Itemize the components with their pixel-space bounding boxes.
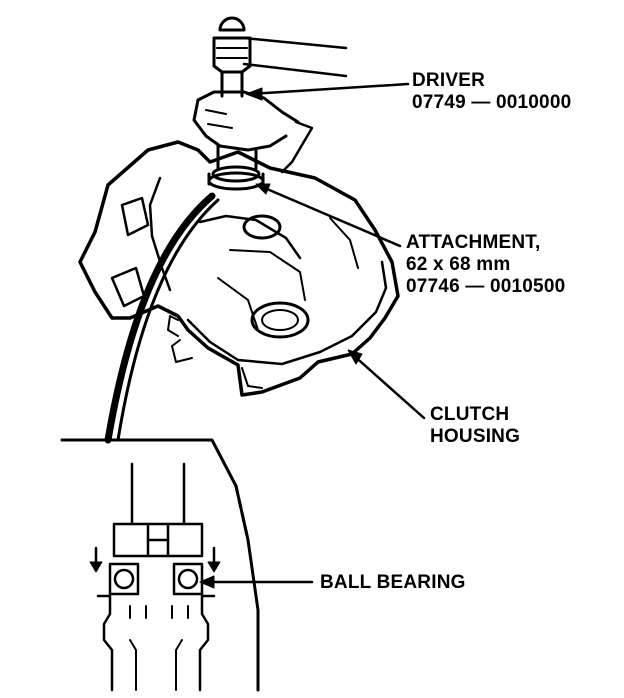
clutch-housing-line1: CLUTCH bbox=[430, 404, 510, 425]
driver-leader bbox=[245, 82, 410, 101]
clutch-housing-leader bbox=[347, 349, 426, 420]
ball-bearing-label: BALL BEARING bbox=[320, 572, 466, 594]
ball-bearing-leader bbox=[199, 575, 314, 589]
ball-bearing-detail bbox=[89, 462, 221, 692]
detail-leader bbox=[104, 192, 220, 444]
driver-illustration bbox=[192, 16, 348, 174]
attachment-part-number: 07746 — 0010500 bbox=[406, 276, 566, 297]
detail-inset-frame bbox=[60, 438, 260, 692]
attachment-size: 62 x 68 mm bbox=[406, 254, 511, 275]
clutch-housing-label: CLUTCH HOUSING bbox=[430, 404, 520, 448]
ball-bearing-name: BALL BEARING bbox=[320, 572, 466, 593]
driver-name: DRIVER bbox=[412, 70, 485, 91]
attachment-illustration bbox=[207, 165, 265, 191]
clutch-housing-illustration bbox=[78, 140, 400, 397]
attachment-name: ATTACHMENT, bbox=[406, 232, 541, 253]
clutch-housing-line2: HOUSING bbox=[430, 426, 521, 447]
driver-part-number: 07749 — 0010000 bbox=[412, 92, 572, 113]
attachment-leader bbox=[255, 183, 402, 248]
attachment-label: ATTACHMENT, 62 x 68 mm 07746 — 0010500 bbox=[406, 232, 565, 298]
driver-label: DRIVER 07749 — 0010000 bbox=[412, 70, 571, 114]
